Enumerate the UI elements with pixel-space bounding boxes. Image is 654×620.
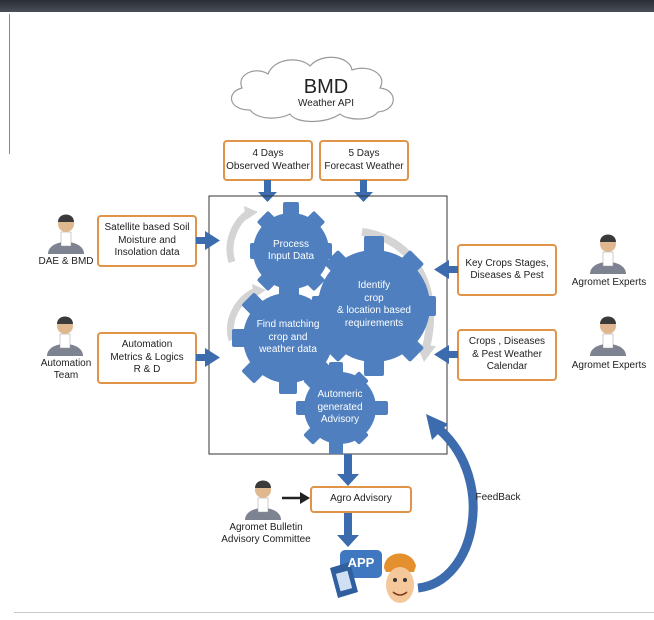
soil-moisture-label: Satellite based Soil Moisture and Insola…: [98, 216, 196, 266]
gear-auto-line3: Advisory: [320, 414, 360, 426]
actor-agromet-experts-1: Agromet Experts: [571, 277, 647, 288]
crop-stages-label: Key Crops Stages, Diseases & Pest: [458, 245, 556, 295]
soil-moisture-line2: Moisture and: [118, 234, 176, 246]
observed-weather-line2: Observed Weather: [226, 160, 310, 172]
soil-arrow-head: [205, 231, 220, 250]
soil-arrow: [196, 237, 208, 244]
feedback-label: FeedBack: [475, 492, 521, 503]
feedback-arrow: [417, 426, 478, 593]
cloud-title: BMD: [303, 76, 349, 98]
committee-label: Agromet Bulletin Advisory Committee: [216, 522, 316, 546]
pest-calendar-line1: Crops , Diseases: [468, 336, 546, 348]
actor-agromet-experts-2: Agromet Experts: [571, 360, 647, 371]
bottom-rule: [14, 612, 654, 613]
forecast-weather-label: 5 Days Forecast Weather: [320, 141, 408, 180]
committee-arrow-head: [300, 492, 310, 504]
soil-moisture-line3: Insolation data: [114, 247, 180, 259]
frame-to-advisory-arrow: [344, 454, 352, 476]
gear-identify-crop-label: Identify crop & location based requireme…: [326, 270, 422, 340]
frame-to-advisory-arrow-head: [337, 474, 359, 486]
agro-advisory-label: Agro Advisory: [330, 493, 392, 505]
gear-identify-line1: Identify: [357, 280, 391, 291]
cloud-subtitle: Weather API: [298, 98, 354, 109]
cycle-arrow-mid-left: [227, 286, 260, 342]
crop-stages-line2: Diseases & Pest: [470, 270, 544, 281]
person-agromet-expert-1-icon: [590, 234, 626, 274]
gear-identify-line2: crop: [364, 292, 384, 304]
pest-calendar-arrow-head: [434, 345, 449, 364]
committee-line1: Agromet Bulletin: [229, 522, 303, 533]
pest-calendar-label: Crops , Diseases & Pest Weather Calendar: [458, 330, 556, 380]
crop-stages-arrow-head: [434, 260, 449, 279]
pest-calendar-line2: & Pest Weather: [472, 348, 542, 360]
gear-identify-line3: & location based: [337, 305, 411, 316]
gear-find-line1: Find matching: [256, 319, 320, 331]
cloud-shape: [231, 56, 394, 123]
automation-line1: Automation: [121, 339, 173, 351]
process-frame: [208, 195, 448, 455]
automation-arrow: [196, 354, 208, 361]
observed-arrow: [264, 180, 271, 194]
observed-arrow-head: [258, 192, 277, 202]
agro-advisory-box: [310, 486, 412, 513]
gear-auto-line1: Automeric: [317, 389, 363, 401]
left-edge-rule: [9, 14, 10, 154]
gear-find-matching-label: Find matching crop and weather data: [244, 312, 332, 364]
farmer-icon: [384, 553, 416, 603]
gear-find-line3: weather data: [259, 344, 317, 356]
pest-calendar-arrow: [446, 351, 458, 358]
person-committee-icon: [245, 480, 281, 520]
gear-process-line1: Process: [272, 238, 310, 250]
advisory-to-app-arrow-head: [337, 535, 359, 547]
gear-auto-line2: generated: [317, 401, 363, 413]
automation-line2: Metrics & Logics: [110, 351, 184, 363]
window-top-bar: [0, 0, 654, 12]
actor-dae-bmd: DAE & BMD: [38, 256, 94, 267]
cycle-arrow-top-left: [226, 209, 253, 264]
feedback-arrow-head: [426, 414, 448, 440]
gear-find-line2: crop and: [268, 331, 308, 343]
gear-automatic-advisory: [296, 362, 388, 454]
person-automation-team-icon: [47, 316, 83, 356]
automation-line3: R & D: [133, 364, 161, 376]
crop-stages-line1: Key Crops Stages,: [465, 257, 549, 269]
gear-identify-line4: requirements: [344, 317, 404, 329]
gear-process-input-label: Process Input Data: [258, 228, 324, 274]
automation-label: Automation Metrics & Logics R & D: [98, 333, 196, 383]
automation-arrow-head: [205, 348, 220, 367]
actor-automation-team-line1: Automation: [40, 358, 92, 369]
actor-automation-team-line2: Team: [53, 370, 79, 381]
forecast-weather-line2: Forecast Weather: [324, 160, 404, 172]
person-agromet-expert-2-icon: [590, 316, 626, 356]
app-icon: [330, 550, 382, 598]
person-dae-bmd-icon: [48, 214, 84, 254]
gear-process-line2: Input Data: [267, 251, 315, 262]
gear-automatic-advisory-label: Automeric generated Advisory: [306, 384, 374, 432]
crop-stages-arrow: [446, 266, 458, 273]
forecast-arrow-head: [354, 192, 373, 202]
pest-calendar-line3: Calendar: [486, 361, 528, 373]
observed-weather-label: 4 Days Observed Weather: [224, 141, 312, 180]
committee-line2: Advisory Committee: [221, 534, 311, 545]
actor-automation-team: Automation Team: [26, 358, 106, 382]
advisory-to-app-arrow: [344, 513, 352, 537]
cycle-arrow-top-left-head: [244, 206, 258, 220]
forecast-weather-line1: 5 Days: [348, 148, 380, 159]
soil-moisture-line1: Satellite based Soil: [104, 222, 190, 234]
app-label: APP: [347, 555, 375, 570]
forecast-arrow: [360, 180, 367, 194]
observed-weather-line1: 4 Days: [252, 148, 284, 159]
